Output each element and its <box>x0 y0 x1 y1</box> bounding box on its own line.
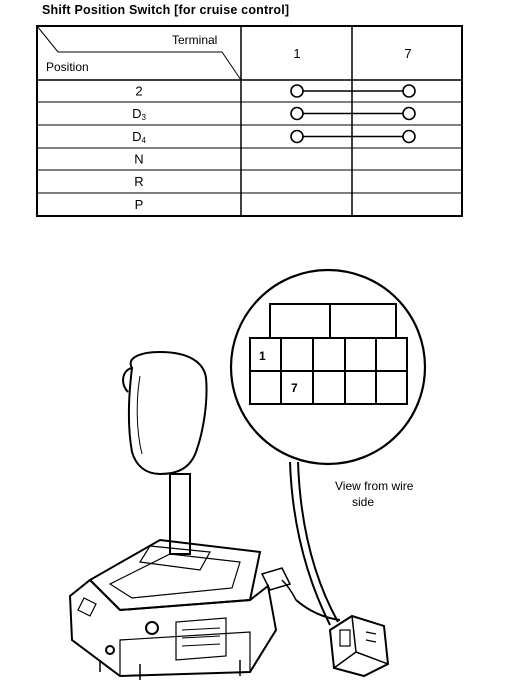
continuity-terminal-circle <box>402 106 416 121</box>
table-border <box>36 25 463 217</box>
mount-bolt <box>105 645 115 655</box>
harness-wire <box>297 461 339 623</box>
knob-highlight <box>136 375 143 455</box>
connector-face <box>249 303 408 405</box>
position-label: D3 <box>132 106 146 122</box>
harness-wire <box>289 461 331 626</box>
terminal-7-header: 7 <box>404 46 411 61</box>
knob-button <box>122 367 133 393</box>
connector-latch <box>269 303 397 339</box>
shift-knob <box>128 350 208 476</box>
continuity-table <box>36 25 463 217</box>
corner-position-label: Position <box>46 60 89 74</box>
switch-connector <box>328 614 390 678</box>
continuity-terminal-circle <box>402 129 416 144</box>
corner-diagonal <box>36 25 242 81</box>
continuity-marks <box>290 84 416 144</box>
switch-body <box>175 617 227 661</box>
mount-bolt <box>145 621 159 635</box>
corner-terminal-label: Terminal <box>172 33 217 47</box>
shift-lever-illustration <box>68 350 297 680</box>
detent-plate <box>138 545 211 571</box>
pigtail-connector <box>260 567 292 591</box>
connector-callout <box>229 268 427 466</box>
view-caption-line2: side <box>352 495 374 509</box>
continuity-terminal-circle <box>402 84 416 98</box>
connector-housing <box>328 614 390 678</box>
view-caption-line1: View from wire <box>335 479 414 493</box>
connector-ribs <box>365 631 377 643</box>
position-label: D4 <box>132 129 146 145</box>
switch-contacts <box>181 627 221 647</box>
position-label: R <box>134 174 143 189</box>
wire-harness <box>289 461 341 626</box>
harness-wire <box>295 599 341 621</box>
connector-edge <box>355 651 389 665</box>
lever-shaft <box>169 473 191 555</box>
zoom-circle <box>229 268 427 466</box>
continuity-terminal-circle <box>290 106 304 121</box>
diagram-title: Shift Position Switch [for cruise contro… <box>42 3 290 17</box>
gate-plate <box>88 538 262 612</box>
pin-7-label: 7 <box>291 381 298 395</box>
position-label: 2 <box>135 84 142 99</box>
base-bracket <box>77 597 97 617</box>
mount-studs <box>99 660 241 680</box>
connector-edge <box>333 615 357 669</box>
continuity-terminal-circle <box>290 129 304 144</box>
connector-lock <box>339 629 351 647</box>
gate-slot <box>108 553 241 599</box>
position-label: N <box>134 152 143 167</box>
terminal-1-header: 1 <box>293 46 300 61</box>
position-label: P <box>135 197 144 212</box>
continuity-terminal-circle <box>290 84 304 98</box>
base-front-face <box>119 631 251 676</box>
pin-1-label: 1 <box>259 349 266 363</box>
pigtail-wire <box>281 579 297 601</box>
base-edge <box>71 639 121 677</box>
